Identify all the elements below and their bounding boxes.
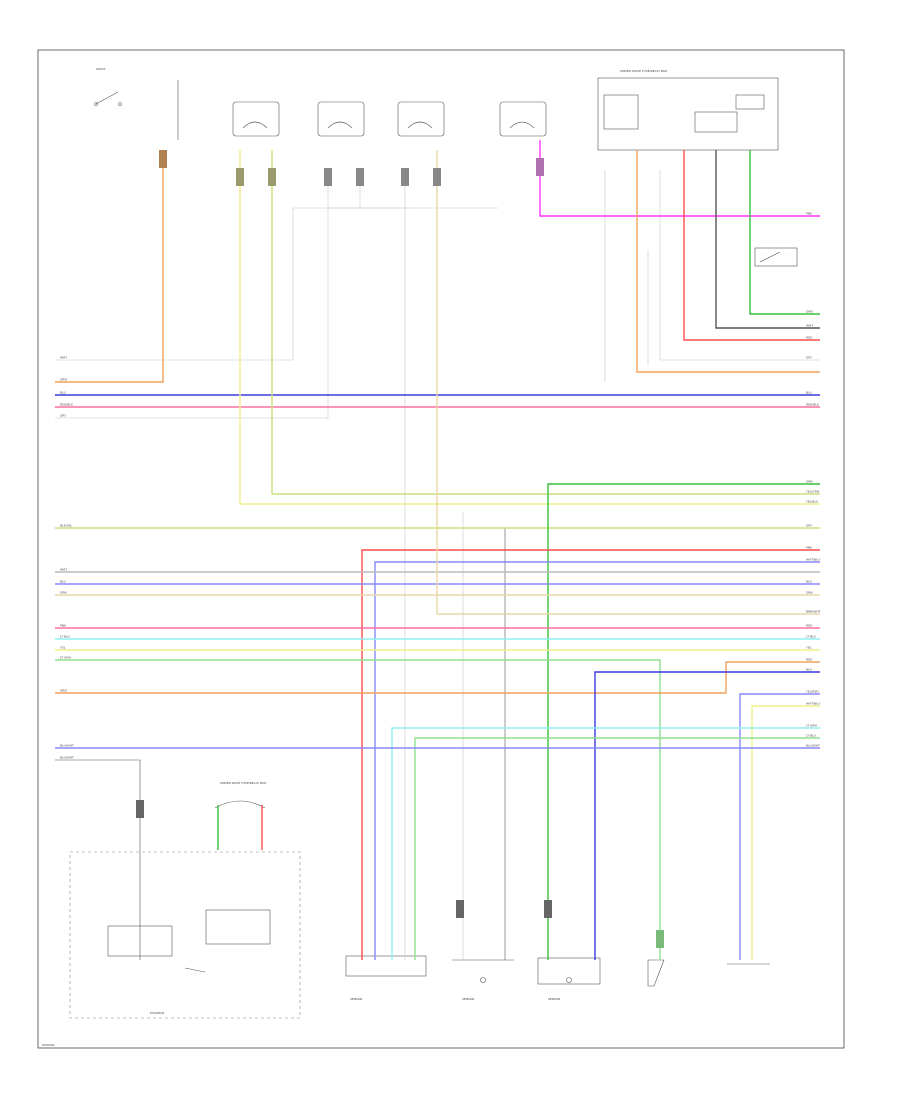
left-wire-label: WHT [60, 356, 67, 360]
wire-magenta [539, 140, 820, 217]
wire-yellow-1 [239, 150, 820, 505]
wire-red-right [683, 150, 820, 341]
left-wire-label: RED/BLK [60, 403, 74, 407]
wire-red-lower [361, 549, 820, 960]
right-wire-label: GRN [806, 591, 813, 595]
right-wire-label: GRN [806, 310, 813, 314]
right-wire-label: LT BLU [806, 734, 816, 738]
right-wire-label: WHT/BLU [806, 702, 820, 706]
wire-tan-mid [436, 150, 820, 615]
right-wire-label: PNK [806, 212, 813, 216]
footer-code: W00000 [42, 1043, 55, 1047]
sensor-box-4 [499, 101, 547, 137]
right-wire-labels: PNK GRN WHT RED GRY BLU RED/BLK GRN YEL/GRN YEL/B… [806, 212, 821, 748]
right-wire-label: GRY [806, 524, 812, 528]
wire-green-right [749, 150, 820, 315]
sensor-bottom-2 [537, 957, 601, 985]
wire-green-vertical [547, 483, 820, 960]
sensor-bottom-1 [452, 959, 514, 983]
fuse-box-label: UNDER-HOOD FUSE/RELAY BOX [620, 69, 667, 73]
sensor-3-label: SENSOR [548, 997, 560, 1001]
left-wire-label: ORN [60, 689, 67, 693]
wire-orange-bus [55, 661, 820, 694]
sensor-box-1 [232, 101, 280, 137]
wire-dark-right [715, 150, 820, 329]
right-wire-label: YEL [806, 646, 812, 650]
right-wire-label: BLU/WHT [806, 744, 820, 748]
left-wire-label: BLU [60, 580, 66, 584]
colored-wires [55, 140, 820, 960]
sensor-box-2 [317, 101, 365, 137]
left-wire-label: BLU [60, 391, 66, 395]
right-wire-label: WHT/BLU [806, 558, 820, 562]
ecm-label: ECM/PCM [150, 1011, 164, 1015]
right-wire-label: YEL/RED [806, 690, 819, 694]
right-wire-label: GRY [806, 356, 812, 360]
fuse-relay-box [597, 77, 779, 151]
left-wire-label: GRY [60, 414, 66, 418]
wire-yellow-green [271, 150, 820, 495]
right-wire-label: BRN/WHT [806, 610, 821, 614]
wire-green-bus [55, 659, 661, 960]
wire-orange-right [636, 150, 820, 373]
left-wire-label: BLU/WHT [60, 756, 74, 760]
fuse-block [214, 800, 266, 809]
ignition-switch-label: ON/ST [96, 67, 106, 71]
wire-yellow-right [751, 705, 820, 960]
ignition-switch [94, 80, 179, 140]
wire-cyan-right [391, 727, 820, 960]
left-wire-label: LT BLU [60, 635, 70, 639]
right-wire-label: WHT [806, 324, 813, 328]
wire-orange-top [55, 160, 164, 383]
right-wire-label: RED/BLK [806, 403, 820, 407]
wire-blue-lower [594, 671, 820, 960]
switch-bottom [647, 959, 665, 987]
gray-wires [55, 170, 820, 960]
left-wire-label: BLK/YEL [60, 524, 72, 528]
right-wire-label: BLU [806, 668, 812, 672]
right-wire-label: RED [806, 624, 813, 628]
left-wire-labels: WHT ORN BLU RED/BLK GRY BLK/YEL WHT BLU GRN PNK LT… [60, 356, 74, 760]
left-wire-label: BLU/WHT [60, 744, 74, 748]
wire-violet-right [739, 693, 820, 960]
sensor-box-3 [397, 101, 445, 137]
right-wire-label: GRN [806, 480, 813, 484]
wire-green-right-lower [414, 737, 820, 960]
wire-violet-lower [374, 561, 820, 960]
connector-1 [345, 955, 427, 977]
right-wire-label: BLU [806, 391, 812, 395]
connector-pins [136, 150, 664, 948]
left-wire-label: GRN [60, 591, 67, 595]
right-wire-label: LT BLU [806, 635, 816, 639]
right-wire-label: YEL/BLU [806, 500, 818, 504]
left-wire-label: LT GRN [60, 656, 71, 660]
right-wire-label: LT GRN [806, 724, 817, 728]
diagram-frame [37, 49, 845, 1049]
right-wire-label: RED [806, 336, 813, 340]
left-wire-label: YEL [60, 646, 66, 650]
engine-control-module [69, 851, 301, 1019]
left-wire-label: PNK [60, 624, 67, 628]
relay-symbol [754, 247, 798, 267]
left-wire-label: ORN [60, 378, 67, 382]
left-wire-label: WHT [60, 568, 67, 572]
right-wire-label: YEL/GRN [806, 490, 819, 494]
right-wire-label: BLU [806, 580, 812, 584]
sensor-1-label: SENSOR [350, 997, 362, 1001]
sensor-2-label: SENSOR [462, 997, 474, 1001]
right-wire-label: PNK [806, 546, 813, 550]
right-wire-label: RED [806, 658, 813, 662]
dashboard-fuse-label: UNDER-DASH FUSE/RELAY BOX [220, 781, 266, 785]
